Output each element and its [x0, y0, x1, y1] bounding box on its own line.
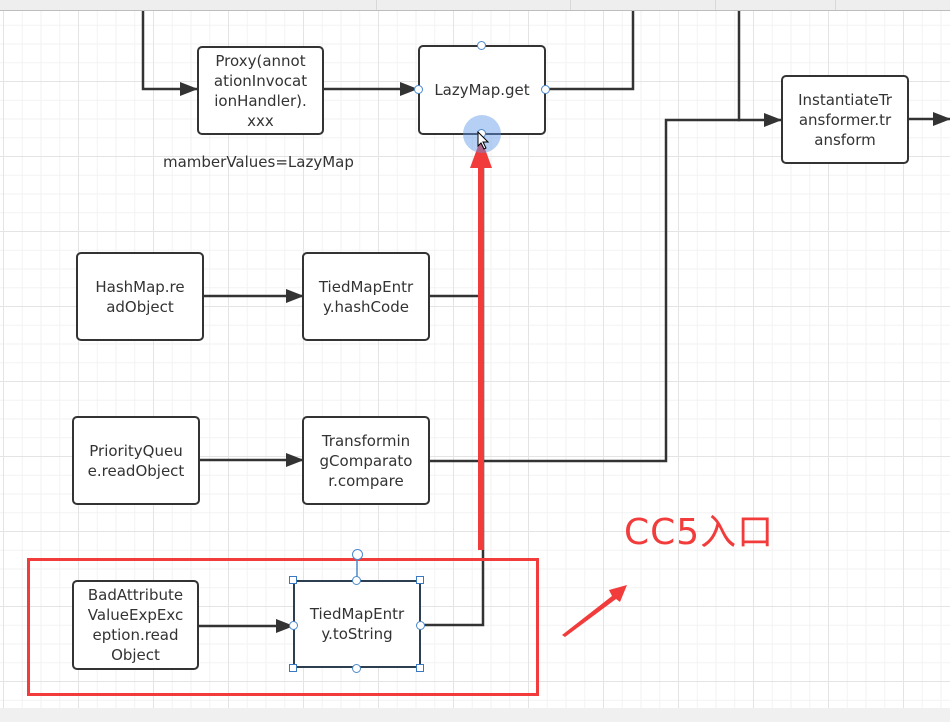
toolbar-divider: [376, 0, 377, 10]
edge-lazymap-get-to-offscreen[interactable]: [545, 11, 635, 91]
toolbar-divider: [835, 0, 836, 10]
node-text-line: ionHandler).: [214, 91, 307, 110]
node-text-line: ationInvocat: [213, 71, 308, 90]
connection-point-left[interactable]: [289, 621, 298, 630]
edge-transformingcomparator-to-instantiate[interactable]: [429, 118, 740, 463]
node-text-line: HashMap.re: [95, 277, 185, 296]
node-text-line: eption.read: [92, 626, 179, 644]
edge-label-mambervalues: mamberValues=LazyMap: [163, 153, 354, 171]
node-text-line: InstantiateTr: [798, 90, 892, 109]
resize-handle-bottom-right[interactable]: [416, 664, 424, 672]
node-text-line: Object: [111, 646, 160, 664]
edge-offscreen-to-proxy[interactable]: [141, 11, 198, 96]
node-text-line: ValueExpExc: [87, 606, 184, 624]
connection-point-top[interactable]: [352, 576, 361, 585]
node-transformingcomparator-compare[interactable]: Transformin gComparato r.compare: [302, 416, 430, 505]
toolbar-divider: [570, 0, 571, 10]
red-pointer-arrow: [562, 585, 627, 637]
top-toolbar-strip: [0, 0, 950, 11]
node-text-line: y.toString: [321, 625, 393, 643]
node-badattributevalueexpexception-readobject[interactable]: BadAttribute ValueExpExc eption.read Obj…: [72, 580, 199, 670]
connection-point-right[interactable]: [416, 621, 425, 630]
node-text-line: e.readObject: [87, 461, 185, 480]
rotate-handle[interactable]: [352, 549, 363, 560]
node-hashmap-readobject[interactable]: HashMap.re adObject: [76, 252, 204, 341]
node-proxy-annotationinvocationhandler[interactable]: Proxy(annot ationInvocat ionHandler). xx…: [197, 46, 324, 135]
node-text-line: BadAttribute: [87, 586, 184, 604]
edge-offscreen-to-instantiate[interactable]: [737, 11, 782, 127]
mouse-cursor-icon: [477, 131, 490, 150]
node-text-line: LazyMap.get: [434, 81, 530, 99]
node-text-line: y.hashCode: [323, 297, 409, 316]
resize-handle-top-right[interactable]: [416, 576, 424, 584]
node-text-line: TiedMapEntr: [318, 277, 414, 296]
node-text-line: xxx: [247, 111, 274, 130]
node-text-line: TiedMapEntr: [309, 605, 405, 623]
node-text-line: gComparato: [319, 451, 413, 470]
node-text-line: r.compare: [328, 471, 404, 490]
resize-handle-top-left[interactable]: [289, 576, 297, 584]
node-text-line: Transformin: [321, 431, 411, 450]
lazymap-connection-point-right[interactable]: [541, 85, 550, 94]
edge-tiedmapentry-tostring-to-lazymap[interactable]: [421, 135, 485, 627]
connection-point-bottom[interactable]: [352, 664, 361, 673]
node-tiedmapentry-hashcode[interactable]: TiedMapEntr y.hashCode: [302, 252, 430, 341]
node-tiedmapentry-tostring-selected[interactable]: TiedMapEntr y.toString: [293, 580, 421, 668]
node-text-line: ansformer.tr: [798, 110, 892, 129]
lazymap-connection-point-top[interactable]: [477, 41, 486, 50]
cc5-entry-annotation: CC5入口: [624, 512, 775, 553]
node-text-line: adObject: [106, 297, 174, 316]
lazymap-connection-point-left[interactable]: [414, 85, 423, 94]
red-annotation-arrow-up: [470, 138, 492, 550]
node-priorityqueue-readobject[interactable]: PriorityQueu e.readObject: [72, 416, 200, 505]
cc5-entry-highlight-box: [27, 558, 539, 696]
node-text-line: PriorityQueu: [89, 441, 183, 460]
node-text-line: Proxy(annot: [215, 51, 306, 70]
bottom-scroll-area[interactable]: [0, 708, 950, 722]
resize-handle-bottom-left[interactable]: [289, 664, 297, 672]
node-text-line: ansform: [814, 130, 876, 149]
node-instantiatetransformer-transform[interactable]: InstantiateTr ansformer.tr ansform: [781, 75, 909, 164]
toolbar-divider: [715, 0, 716, 10]
